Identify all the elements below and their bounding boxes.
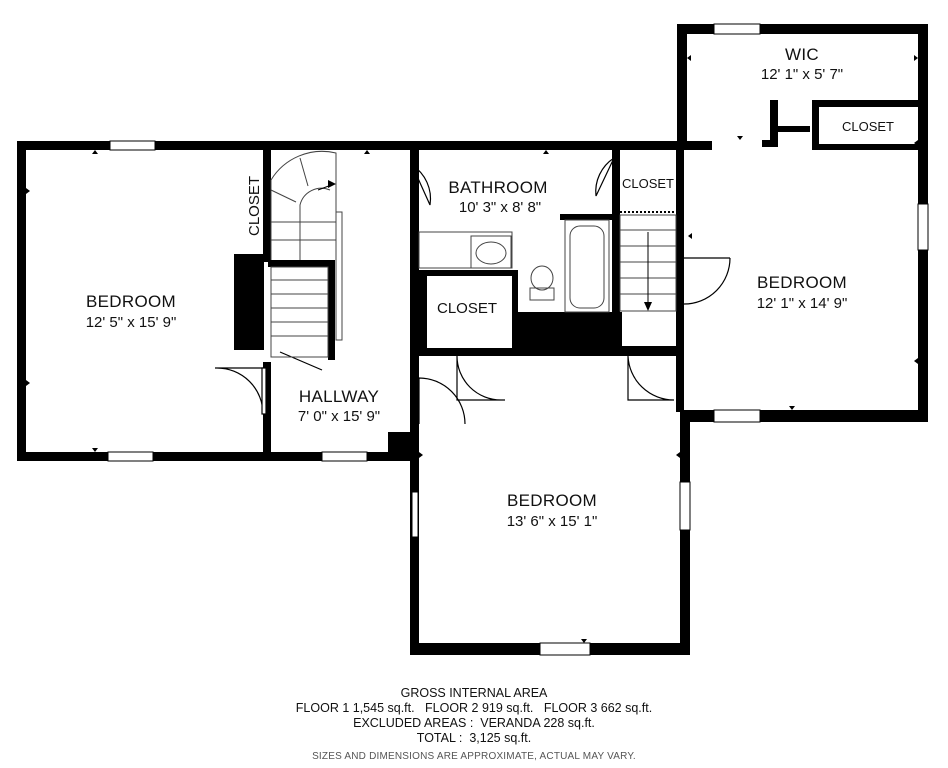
bathroom-name: BATHROOM (448, 178, 547, 197)
toilet-bowl (530, 265, 554, 291)
bedroom-east-label: BEDROOM 12' 1" x 14' 9" (757, 273, 848, 312)
hallway-dims: 7' 0" x 15' 9" (298, 408, 380, 425)
bedroom-south-dims: 13' 6" x 15' 1" (507, 513, 598, 530)
interior-walls (234, 100, 928, 460)
area-summary: GROSS INTERNAL AREA FLOOR 1 1,545 sq.ft.… (0, 686, 948, 762)
wall-markers (26, 55, 918, 643)
wic-dims: 12' 1" x 5' 7" (761, 66, 843, 83)
bedroom-west-label: BEDROOM 12' 5" x 15' 9" (86, 292, 177, 331)
area-heading: GROSS INTERNAL AREA (400, 686, 548, 700)
floor-areas: FLOOR 1 1,545 sq.ft. FLOOR 2 919 sq.ft. … (295, 701, 653, 715)
bedroom-west-name: BEDROOM (86, 292, 176, 311)
bathtub (564, 219, 610, 313)
toilet-tank (529, 287, 555, 301)
hallway-name: HALLWAY (299, 387, 379, 406)
bedroom-east-dims: 12' 1" x 14' 9" (757, 295, 848, 312)
closet-hall-label: CLOSET (437, 300, 497, 317)
wic-label: WIC 12' 1" x 5' 7" (761, 45, 843, 83)
vanity (418, 231, 513, 269)
bedroom-south-name: BEDROOM (507, 491, 597, 510)
bedroom-west-dims: 12' 5" x 15' 9" (86, 314, 177, 331)
closet-west-label: CLOSET (246, 176, 263, 236)
disclaimer: SIZES AND DIMENSIONS ARE APPROXIMATE, AC… (312, 751, 636, 762)
total-area: TOTAL : 3,125 sq.ft. (416, 731, 532, 745)
hallway-label: HALLWAY 7' 0" x 15' 9" (298, 387, 380, 425)
windows (107, 23, 929, 656)
bedroom-south-label: BEDROOM 13' 6" x 15' 1" (507, 491, 598, 530)
stairs (270, 150, 680, 358)
bedroom-east-name: BEDROOM (757, 273, 847, 292)
bathroom-label: BATHROOM 10' 3" x 8' 8" (448, 178, 547, 216)
wic-name: WIC (785, 45, 819, 64)
closet-wic-label: CLOSET (842, 119, 894, 134)
closet-stair-label: CLOSET (622, 176, 674, 191)
exterior-walls (17, 24, 928, 655)
bathroom-fixtures (418, 219, 610, 313)
bathroom-dims: 10' 3" x 8' 8" (459, 199, 541, 216)
sink (475, 241, 507, 265)
doors (215, 157, 731, 425)
excluded-areas: EXCLUDED AREAS : VERANDA 228 sq.ft. (353, 716, 595, 730)
